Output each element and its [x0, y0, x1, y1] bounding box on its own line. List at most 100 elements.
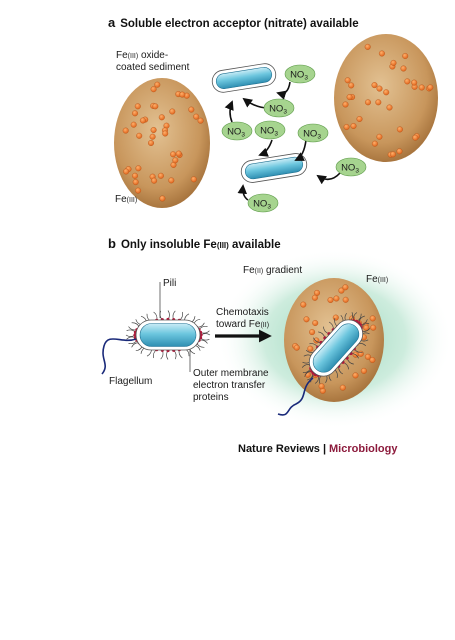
fe-iii-dot [179, 91, 186, 98]
fe-iii-dot [370, 324, 377, 331]
fe-iii-dot [344, 77, 351, 84]
fe-iii-dot [363, 324, 370, 331]
fe-iii-dot [162, 130, 169, 137]
fe-iii-dot [383, 89, 390, 96]
nitrate-text: NO3 [290, 70, 308, 82]
fe-iii-dot [172, 157, 179, 164]
fe-iii-dot [122, 127, 129, 134]
chemotaxis-line1: Chemotaxis [216, 307, 269, 318]
cell-bottom [240, 153, 308, 183]
fe-iii-dot [346, 94, 353, 101]
fe-iii-dot [303, 316, 310, 323]
fe-iii-dot [402, 53, 409, 60]
fe-iii-dot [411, 79, 418, 86]
sediment-left [114, 78, 210, 208]
fe-iii-dot [352, 372, 359, 379]
fe-iii-dot [151, 177, 158, 184]
fe-iii-dot [400, 65, 407, 72]
fe-iii-dot [412, 134, 419, 141]
fe-iii-dot [158, 114, 165, 121]
sediment-label-line2: coated sediment [116, 62, 190, 73]
fe-iii-dot [357, 350, 364, 357]
fe-iii-dot [175, 150, 182, 157]
fe-iii-dot [170, 151, 177, 158]
fe-iii-dot [364, 43, 371, 50]
chemotaxis-line2: toward Fe(II) [216, 319, 270, 330]
flagellum-label: Flagellum [109, 376, 153, 387]
fe-iii-dot [135, 165, 142, 172]
fe-iii-dot [348, 82, 355, 89]
fe-iii-dot [318, 383, 325, 390]
fe-iii-dot [360, 367, 367, 374]
nitrate-bubble: NO3 [247, 193, 279, 213]
fe-label-a: Fe(III) [115, 194, 138, 205]
fe-iii-dot [307, 345, 314, 352]
fe-iii-dot [327, 297, 334, 304]
outer-membrane-line2: electron transfer [193, 380, 266, 391]
fe-iii-dot [369, 315, 376, 322]
outer-membrane-line1: Outer membrane [193, 368, 269, 379]
fe-iii-dot [152, 103, 159, 110]
fe-iii-dot [123, 168, 130, 175]
nitrate-bubble: NO3 [221, 121, 253, 141]
pili-label: Pili [163, 278, 177, 289]
fe-iii-dot [342, 284, 349, 291]
fe-iii-dot [371, 140, 378, 147]
fe-iii-dot [131, 110, 138, 117]
fe-iii-dot [190, 176, 197, 183]
fe-iii-dot [386, 104, 393, 111]
fe-iii-dot [309, 329, 316, 336]
flagellum-right [277, 377, 314, 416]
fe-iii-dot [375, 99, 382, 106]
fe-iii-dot [418, 84, 425, 91]
fe-iii-dot [154, 81, 161, 88]
fe-iii-dot [197, 117, 204, 124]
cell-top [211, 63, 277, 93]
fe-iii-dot [376, 133, 383, 140]
fe-iii-dot [188, 106, 195, 113]
nitrate-bubble: NO3 [335, 157, 367, 177]
cell-b-left [101, 282, 211, 375]
nitrate-text: NO3 [269, 104, 287, 116]
nitrate-text: NO3 [341, 163, 359, 175]
fe-iii-dot [293, 344, 300, 351]
fe-iii-dot [149, 133, 156, 140]
fe-iii-dot [193, 113, 200, 120]
fe-iii-dot [342, 296, 349, 303]
fe-iii-dot [169, 108, 176, 115]
journal-credit: Nature Reviews|Microbiology [238, 443, 398, 455]
nitrate-bubble: NO3 [263, 98, 295, 118]
fe-iii-dot [427, 84, 434, 91]
fe-iii-dot [390, 151, 397, 158]
nitrate-text: NO3 [227, 127, 245, 139]
nitrate-bubble: NO3 [284, 64, 316, 84]
fe-iii-dot [157, 172, 164, 179]
fe-iii-dot [343, 123, 350, 130]
fe-iii-dot [311, 294, 318, 301]
fe-iii-dot [364, 353, 371, 360]
flagellum-left [101, 338, 137, 375]
fe-iii-dot [396, 126, 403, 133]
panel-b [101, 249, 453, 429]
fe-iii-dot [356, 115, 363, 122]
fe-iii-dot [131, 172, 138, 179]
fe-iii-dot [134, 103, 141, 110]
nitrate-text: NO3 [260, 126, 278, 138]
nitrate-bubble: NO3 [254, 120, 286, 140]
fe-iii-dot [365, 99, 372, 106]
fe-iii-dot [132, 179, 139, 186]
fe-iii-dot [371, 82, 378, 89]
fe-dots-left [122, 81, 204, 202]
fe-iii-dot [150, 86, 157, 93]
fe-iii-dot [350, 122, 357, 129]
fe-iii-dot [333, 295, 340, 302]
fe-iii-dot [396, 148, 403, 155]
fe-iii-dot [342, 101, 349, 108]
fe-iii-dot [312, 320, 319, 327]
nitrate-bubble: NO3 [297, 123, 329, 143]
